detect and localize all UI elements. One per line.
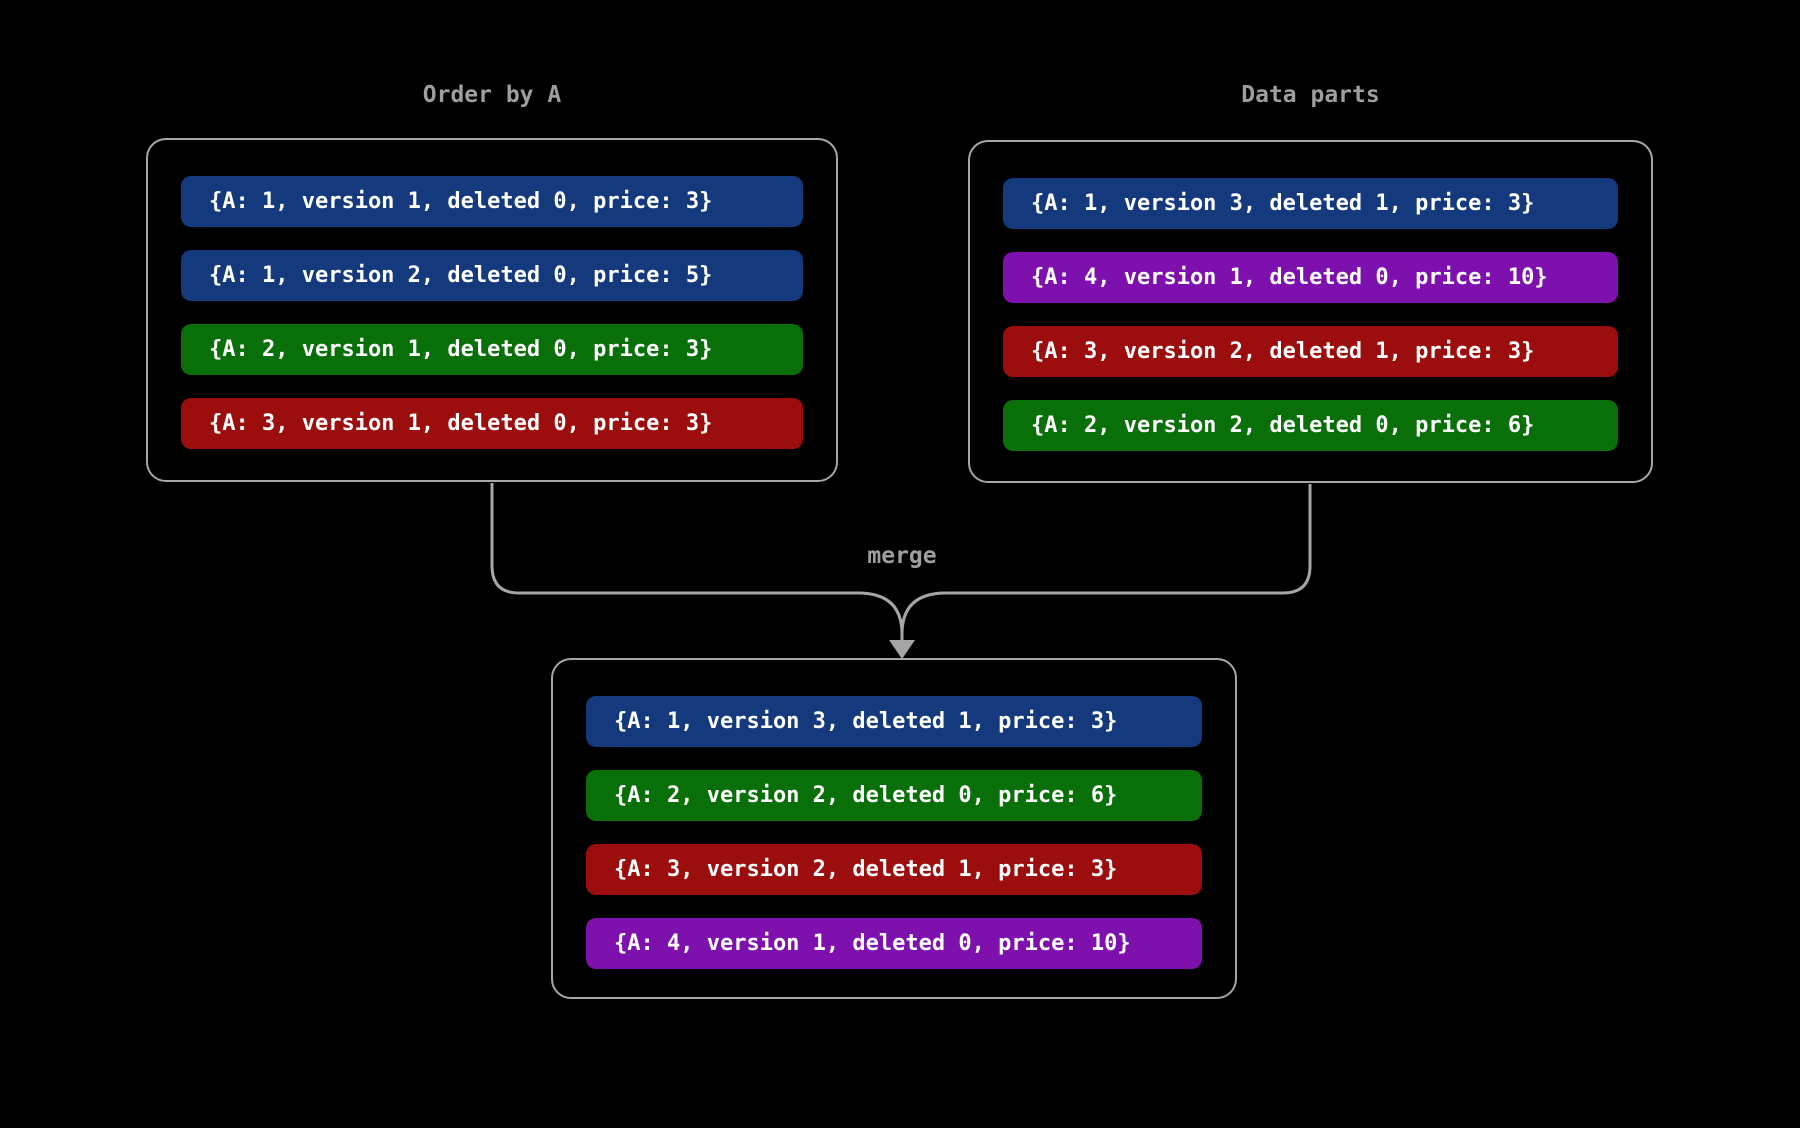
data-row: {A: 2, version 1, deleted 0, price: 3}: [181, 324, 803, 375]
panel-merged-result: {A: 1, version 3, deleted 1, price: 3} {…: [551, 658, 1237, 999]
data-row: {A: 1, version 2, deleted 0, price: 5}: [181, 250, 803, 301]
data-row: {A: 4, version 1, deleted 0, price: 10}: [586, 918, 1202, 969]
panel-title-order-by-a: Order by A: [422, 82, 562, 108]
panel-title-data-parts: Data parts: [1241, 82, 1380, 108]
data-row: {A: 1, version 3, deleted 1, price: 3}: [1003, 178, 1618, 229]
merge-label: merge: [867, 543, 937, 569]
data-row: {A: 1, version 1, deleted 0, price: 3}: [181, 176, 803, 227]
data-row: {A: 4, version 1, deleted 0, price: 10}: [1003, 252, 1618, 303]
data-row: {A: 3, version 2, deleted 1, price: 3}: [1003, 326, 1618, 377]
arrowhead-icon: [889, 640, 915, 659]
data-row: {A: 2, version 2, deleted 0, price: 6}: [586, 770, 1202, 821]
data-row: {A: 3, version 2, deleted 1, price: 3}: [586, 844, 1202, 895]
data-row: {A: 2, version 2, deleted 0, price: 6}: [1003, 400, 1618, 451]
panel-data-parts: {A: 1, version 3, deleted 1, price: 3} {…: [968, 140, 1653, 483]
data-row: {A: 3, version 1, deleted 0, price: 3}: [181, 398, 803, 449]
data-row: {A: 1, version 3, deleted 1, price: 3}: [586, 696, 1202, 747]
panel-order-by-a: {A: 1, version 1, deleted 0, price: 3} {…: [146, 138, 838, 482]
